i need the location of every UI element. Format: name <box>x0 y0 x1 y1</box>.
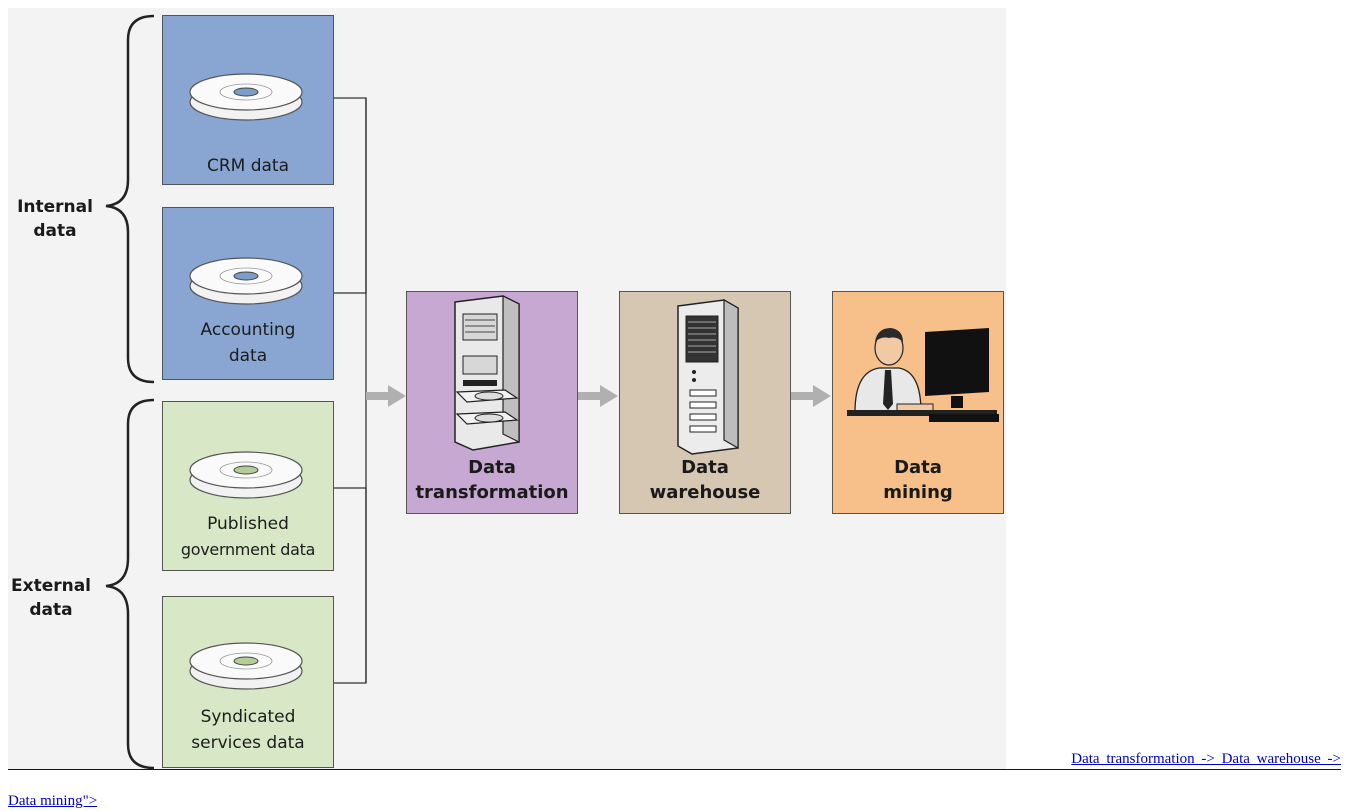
syndicated-label-line1: Syndicated <box>200 707 296 727</box>
crm-data-label: CRM data <box>206 156 290 176</box>
accounting-label-line1: Accounting <box>200 320 296 340</box>
disc-icon <box>189 642 303 690</box>
internal-data-label: Internal data <box>10 195 100 243</box>
mining-label-line1: Data <box>894 457 942 478</box>
data-flow-diagram: Internal data External data CRM data Acc… <box>8 8 1006 770</box>
external-label-line1: External <box>10 576 92 596</box>
warehouse-label-line1: Data <box>681 457 729 478</box>
accounting-label-line2: data <box>228 346 268 366</box>
caption-link-line2[interactable]: Data mining"> <box>8 793 98 809</box>
arrow-to-warehouse <box>578 385 618 407</box>
external-data-label: External data <box>6 574 96 622</box>
arrow-to-transformation <box>366 385 406 407</box>
internal-label-line1: Internal <box>17 197 93 217</box>
internal-brace <box>105 14 155 384</box>
published-label-line2: government data <box>180 540 316 559</box>
crm-data-box: CRM data <box>162 15 334 185</box>
accounting-data-box: Accounting data <box>162 207 334 380</box>
data-mining-box: Data mining <box>832 291 1004 514</box>
warehouse-label-line2: warehouse <box>649 482 761 503</box>
syndicated-services-data-box: Syndicated services data <box>162 596 334 768</box>
disc-icon <box>189 451 303 499</box>
data-transformation-label: Data transformation <box>407 455 577 505</box>
source-connector-lines <box>334 97 367 684</box>
data-mining-label: Data mining <box>833 455 1003 505</box>
transformation-label-line1: Data <box>468 457 516 478</box>
external-brace <box>105 398 155 770</box>
data-warehouse-label: Data warehouse <box>620 455 790 505</box>
disc-icon <box>189 73 303 121</box>
internal-label-line2: data <box>33 221 77 241</box>
mining-label-line2: mining <box>883 482 953 503</box>
disc-icon <box>189 257 303 305</box>
server-with-disc-drives-icon <box>454 295 520 451</box>
published-government-data-box: Published government data <box>162 401 334 571</box>
caption-underline <box>8 769 1341 770</box>
syndicated-label-line2: services data <box>191 733 305 753</box>
arrow-to-mining <box>791 385 831 407</box>
tower-server-icon <box>677 298 739 455</box>
data-transformation-box: Data transformation <box>406 291 578 514</box>
transformation-label-line2: transformation <box>415 482 569 503</box>
external-label-line2: data <box>29 600 73 620</box>
published-label-line1: Published <box>207 514 289 534</box>
data-warehouse-box: Data warehouse <box>619 291 791 514</box>
analyst-at-computer-icon <box>847 328 999 422</box>
caption-link-line1[interactable]: Data transformation -> Data warehouse -> <box>1071 751 1341 767</box>
